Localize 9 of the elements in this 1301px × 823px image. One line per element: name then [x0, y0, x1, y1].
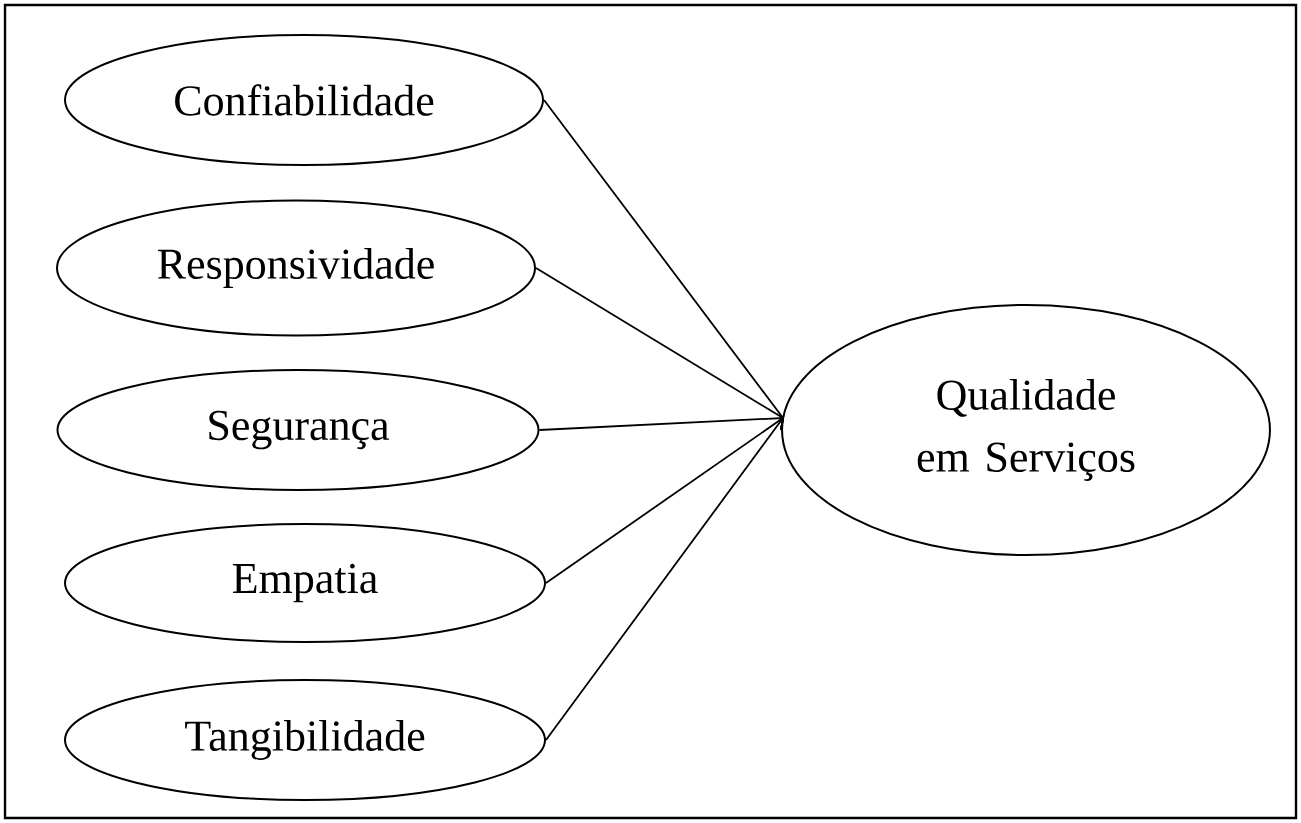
- connector-line: [538, 417, 785, 431]
- ellipse-node: Responsividade: [56, 199, 536, 337]
- ellipse-node: Confiabilidade: [64, 34, 544, 166]
- ellipse-node: Empatia: [64, 523, 546, 643]
- connector-line: [545, 416, 785, 584]
- connector-line: [545, 414, 785, 741]
- ellipse-node: Tangibilidade: [64, 679, 546, 801]
- ellipse-node: Qualidade em Serviços: [781, 304, 1271, 556]
- ellipse-node: Segurança: [56, 369, 540, 491]
